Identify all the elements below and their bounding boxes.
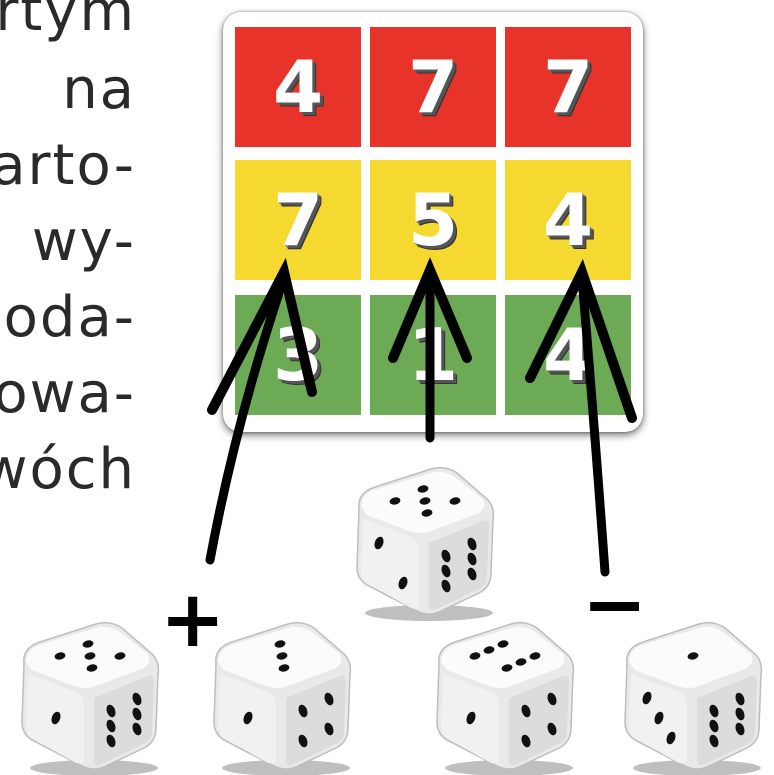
arrow bbox=[393, 270, 467, 438]
die-icon bbox=[357, 468, 493, 621]
arrow-shaft bbox=[210, 278, 284, 560]
arrow bbox=[530, 272, 632, 572]
die-icon bbox=[625, 623, 761, 775]
die-icon bbox=[214, 623, 350, 775]
arrow bbox=[210, 272, 312, 560]
die-icon bbox=[22, 623, 158, 775]
die-icon bbox=[437, 623, 573, 775]
